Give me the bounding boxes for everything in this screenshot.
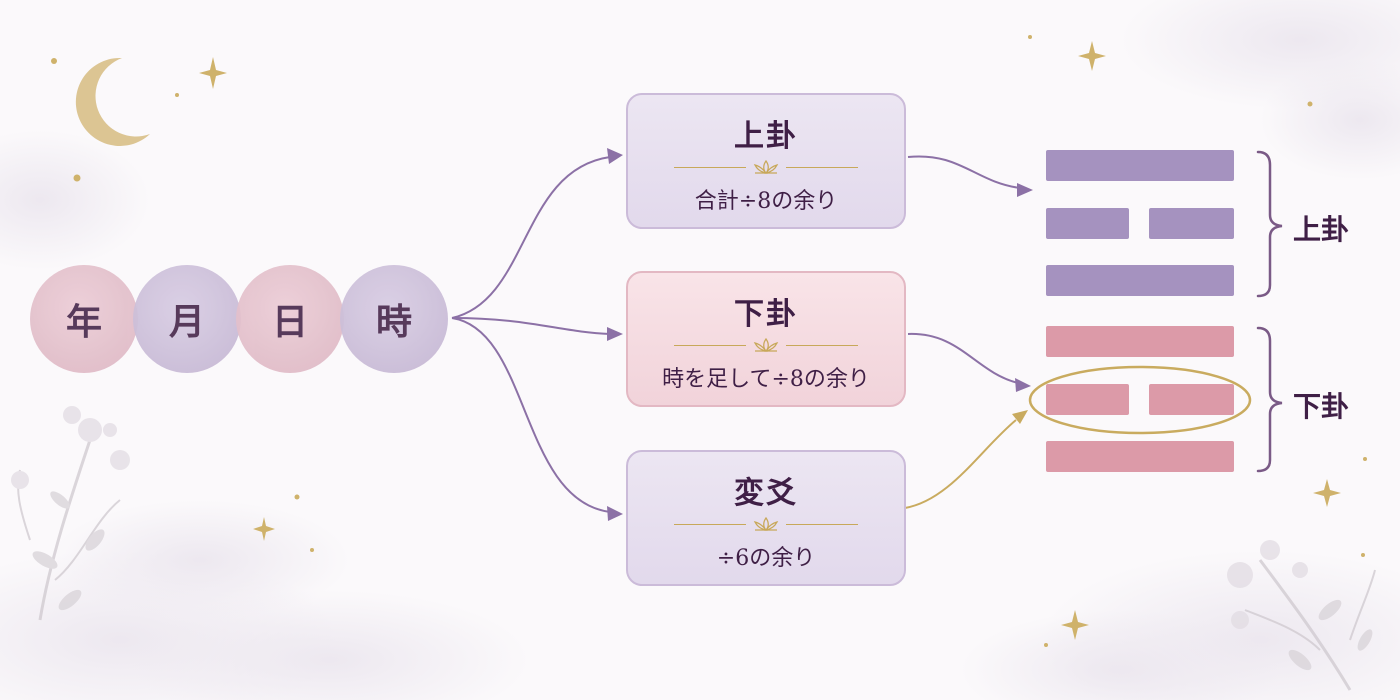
hexagram-line-5-left [1046, 384, 1129, 415]
ornament-divider [674, 337, 858, 353]
upper-trigram-box: 上卦 合計÷8の余り [626, 93, 906, 229]
lower-trigram-title: 下卦 [734, 297, 798, 332]
upper-trigram-title: 上卦 [734, 119, 798, 154]
input-month: 月 [133, 265, 241, 373]
arrow-to-change [451, 317, 611, 513]
changing-line-formula: ÷6の余り [716, 546, 816, 571]
lower-trigram-box: 下卦 時を足して÷8の余り [626, 271, 906, 407]
arrow-lower-to-hexagram [907, 332, 1019, 384]
lower-trigram-label: 下卦 [1293, 390, 1350, 423]
cloud-top-right [1120, 0, 1400, 180]
arrow-to-upper [451, 156, 611, 319]
ornament-divider [674, 516, 858, 532]
hexagram-line-2-left [1046, 208, 1129, 239]
hexagram-line-6 [1046, 441, 1234, 472]
trigram-braces [1256, 150, 1283, 473]
output-arrows [904, 155, 1021, 509]
sparkle-icons [51, 35, 1367, 647]
hexagram-line-2-right [1149, 208, 1234, 239]
changing-line-highlight [1028, 365, 1252, 435]
lotus-icon [753, 159, 779, 174]
sparkle-icon [253, 517, 275, 541]
crescent-moon-icon [75, 57, 150, 146]
brace-upper [1256, 150, 1283, 298]
input-year: 年 [30, 265, 138, 373]
arrow-to-lower [451, 317, 611, 335]
cloud-bottom-right [960, 550, 1400, 700]
lower-trigram-formula: 時を足して÷8の余り [662, 367, 870, 392]
ornament-divider [674, 159, 858, 175]
flower-branch-right [1227, 540, 1376, 691]
cloud-left [0, 130, 150, 270]
input-arrows [451, 156, 611, 513]
arrowheads [607, 148, 623, 521]
hexagram-line-3 [1046, 265, 1234, 296]
arrow-change-to-line [904, 419, 1017, 509]
brace-lower [1256, 326, 1283, 473]
flower-branch-left [11, 406, 130, 621]
hexagram-line-4 [1046, 326, 1234, 357]
sparkle-icon [1313, 479, 1341, 507]
lotus-icon [753, 516, 779, 531]
input-day: 日 [236, 265, 344, 373]
sparkle-icon [199, 57, 227, 89]
changing-line-title: 変爻 [734, 476, 798, 511]
hexagram [1028, 150, 1252, 472]
hexagram-line-5-right [1149, 384, 1234, 415]
hexagram-line-1 [1046, 150, 1234, 181]
input-hour: 時 [340, 265, 448, 373]
sparkle-icon [1078, 41, 1106, 71]
lotus-icon [753, 337, 779, 352]
upper-trigram-label: 上卦 [1293, 213, 1350, 246]
sparkle-icon [1061, 610, 1089, 640]
changing-line-box: 変爻 ÷6の余り [626, 450, 906, 586]
cloud-bottom-left [0, 500, 530, 700]
arrow-upper-to-hexagram [907, 155, 1021, 189]
upper-trigram-formula: 合計÷8の余り [694, 189, 838, 214]
